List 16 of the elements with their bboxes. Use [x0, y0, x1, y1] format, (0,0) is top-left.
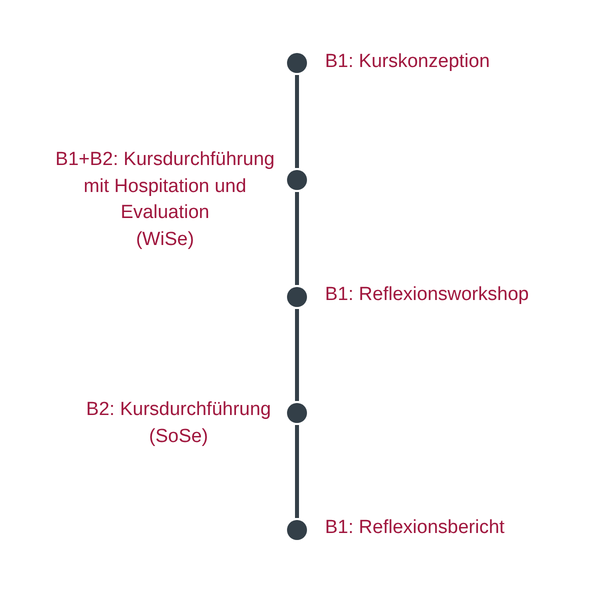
timeline-dot	[287, 403, 307, 423]
milestone-label: (WiSe)	[134, 228, 196, 252]
timeline-line	[295, 309, 299, 401]
milestone-label: B1+B2: Kursdurchführung mit Hospitation und Evaluation	[54, 148, 276, 225]
milestone-label: B1: Reflexionsbericht	[325, 516, 505, 540]
timeline-dot	[287, 170, 307, 190]
milestone-label: B1: Reflexionsworkshop	[325, 283, 529, 307]
milestone-label: B1: Kurskonzeption	[325, 50, 490, 74]
milestone-label: (SoSe)	[148, 424, 210, 448]
timeline-line	[295, 425, 299, 518]
timeline-dot	[287, 520, 307, 540]
timeline-line	[295, 75, 299, 168]
timeline-line	[295, 192, 299, 285]
timeline-dot	[287, 53, 307, 73]
timeline-dot	[287, 287, 307, 307]
milestone-label: B2: Kursdurchführung	[86, 398, 271, 422]
